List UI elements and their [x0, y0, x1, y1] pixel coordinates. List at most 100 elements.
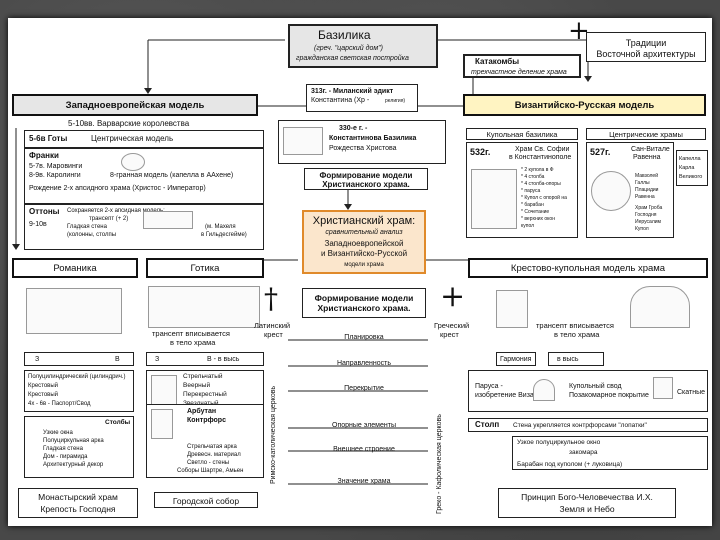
sofia-box: 532г. Храм Св. Софии в Константинополе *… — [466, 142, 578, 238]
charles-line3: Великого — [679, 174, 703, 180]
byz-roof-3: Купольный свод — [569, 383, 622, 390]
transept-east: трансепт вписывается — [536, 321, 614, 330]
rom-roof-1: Полуцилиндрический (цилиндрич.) — [28, 374, 126, 380]
pillar-label: Столп — [475, 420, 500, 429]
christian-line2: и Византийско-Русской — [320, 249, 408, 258]
greek-cross-icon: + — [440, 279, 466, 314]
greek-label: Греческий — [434, 321, 470, 330]
byz-ext-2: закомара — [569, 449, 598, 456]
christian-foot: модели храма — [344, 262, 384, 268]
rom-dir-e: В — [115, 356, 120, 363]
vitale-n6: Господня — [635, 212, 657, 218]
transept-west2: в тело храма — [170, 338, 216, 347]
vitale-plan-image — [591, 171, 631, 211]
goth-supp-5: Светло - стены — [187, 460, 230, 466]
christian-title: Христианский храм: — [312, 215, 416, 227]
rom-meaning-box: Монастырский храм Крепость Господня — [18, 488, 138, 518]
rom-supp-3: Полуциркульная арка — [43, 438, 104, 444]
traditions-box: Традиции Восточной архитектуры — [586, 32, 706, 62]
latin-cross-icon: † — [264, 282, 278, 315]
vitale-n5: Храм Гроба — [635, 205, 663, 211]
goth-meaning-box: Городской собор — [154, 492, 258, 508]
rom-supp-1: Столбы — [105, 419, 131, 426]
basilica-plan-image — [283, 127, 323, 155]
goths-label: 5-6в Готы — [29, 134, 68, 143]
rom-meaning-2: Крепость Господня — [40, 504, 116, 514]
vitale-title1: Сан-Витале — [631, 146, 670, 153]
criterion-supports: Опорные элементы — [332, 422, 396, 429]
basilica-sub2: гражданская светская постройка — [296, 55, 409, 62]
franks-label: Франки — [29, 151, 59, 160]
sofia-plan-image — [471, 169, 517, 229]
basilica-title: Базилика — [318, 28, 371, 42]
basilica-box: Базилика (греч. "царский дом") гражданск… — [288, 24, 438, 68]
sofia-n2: * 4 столба — [521, 174, 545, 180]
in-height-box: в высь — [548, 352, 604, 366]
latin-label2: крест — [264, 330, 283, 339]
byz-ext-3: Барабан под куполом (+ луковица) — [517, 461, 623, 468]
goth-dir-w: З — [155, 356, 160, 363]
vitale-n3: Плацидии — [635, 187, 659, 193]
ottons-label: Оттоны — [29, 207, 60, 216]
goth-dir-e: В - в высь — [207, 356, 240, 363]
byz-roof-box: Паруса - изобретение Византии Купольный … — [468, 370, 708, 412]
octagon-plan-image — [121, 153, 145, 171]
byz-ext-1: Узкое полуциркульное окно — [517, 439, 601, 446]
cupola-basilica-label-box: Купольная базилика — [466, 128, 578, 140]
rom-supp-2: Узкие окна — [43, 430, 73, 436]
basilica330-box: 330-е г. - Константинова Базилика Рождес… — [278, 120, 446, 164]
rom-meaning-1: Монастырский храм — [38, 492, 118, 502]
ottons-century: 9-10в — [29, 221, 47, 228]
pendentive-image — [533, 379, 555, 401]
catacombs-title: Катакомбы — [475, 57, 520, 66]
vitale-n7: Иерусалим — [635, 219, 661, 225]
criterion-roof: Перекрытие — [344, 385, 384, 392]
harmony-label: Гармония — [500, 356, 532, 363]
rom-dir-w: З — [35, 356, 40, 363]
basilica330-line2: Константинова Базилика — [329, 135, 417, 142]
rom-roof-2: Крестовый — [28, 383, 59, 389]
goth-vault-image — [151, 375, 177, 405]
west-model-header: Западноевропейская модель — [12, 94, 258, 116]
greek-label2: крест — [440, 330, 459, 339]
transept-west: трансепт вписывается — [152, 329, 230, 338]
formation-box: Формирование модели Христианского храма. — [304, 168, 428, 190]
vitale-n2: Галлы — [635, 180, 650, 186]
charlemagne-box: Капелла Карла Великого — [676, 150, 708, 186]
edict-line1: 313г. - Миланский эдикт — [311, 88, 394, 95]
goth-direction-box: З В - в высь — [146, 352, 264, 366]
latin-label: Латинский — [254, 321, 291, 330]
central-temples-label-box: Центрические храмы — [586, 128, 706, 140]
traditions-line1: Традиции — [625, 38, 667, 48]
diagram-sheet: Базилика (греч. "царский дом") гражданск… — [8, 18, 712, 526]
rom-direction-box: З В — [24, 352, 134, 366]
carol-label: 8-9в. Каролинги — [29, 172, 81, 179]
pillar-text: Стена укрепляется контрфорсами "лопатки" — [513, 422, 647, 429]
merov-label: 5-7в. Маровинги — [29, 163, 83, 170]
edict-line3: религия) — [385, 98, 406, 104]
in-height-label: в высь — [557, 356, 579, 363]
criterion-exterior: Внешнее строение — [333, 446, 395, 453]
catholic-church-label: Римско-католическая церковь — [270, 385, 277, 484]
franks-box: Франки 5-7в. Маровинги 8-9в. Каролинги 8… — [24, 148, 264, 204]
byz-meaning-1: Принцип Бого-Человечества И.Х. — [521, 492, 653, 502]
sofia-title1: Храм Св. Софии — [515, 146, 570, 153]
formation2-label: Формирование модели Христианского храма. — [314, 293, 414, 313]
ottons-box: Оттоны 9-10в Сохраняется 2-х апсидная мо… — [24, 204, 264, 250]
gothic-plan-image — [148, 286, 260, 328]
goth-meaning: Городской собор — [172, 496, 240, 506]
gothic-header: Готика — [146, 258, 264, 278]
traditions-line2: Восточной архитектуры — [596, 49, 696, 59]
byz-roof-2: изобретение Византии — [475, 392, 549, 399]
cross-dome-section-image — [630, 286, 690, 328]
cross-icon: + — [568, 16, 590, 46]
octagon-label: 8-гранная модель (капелла в ААхене) — [110, 172, 234, 179]
basilica-sub1: (греч. "царский дом") — [314, 45, 383, 52]
vitale-n1: Мавзолей — [635, 173, 659, 179]
ottons-note6: в Гильдесгейме) — [201, 232, 247, 238]
rom-supp-5: Дом - пирамида — [43, 454, 88, 460]
central-model-label: Центрическая модель — [91, 134, 174, 143]
vitale-title2: Равенна — [633, 154, 661, 161]
christian-sub: сравнительный анализ — [325, 229, 403, 236]
basilica330-line3: Рождества Христова — [329, 145, 397, 152]
